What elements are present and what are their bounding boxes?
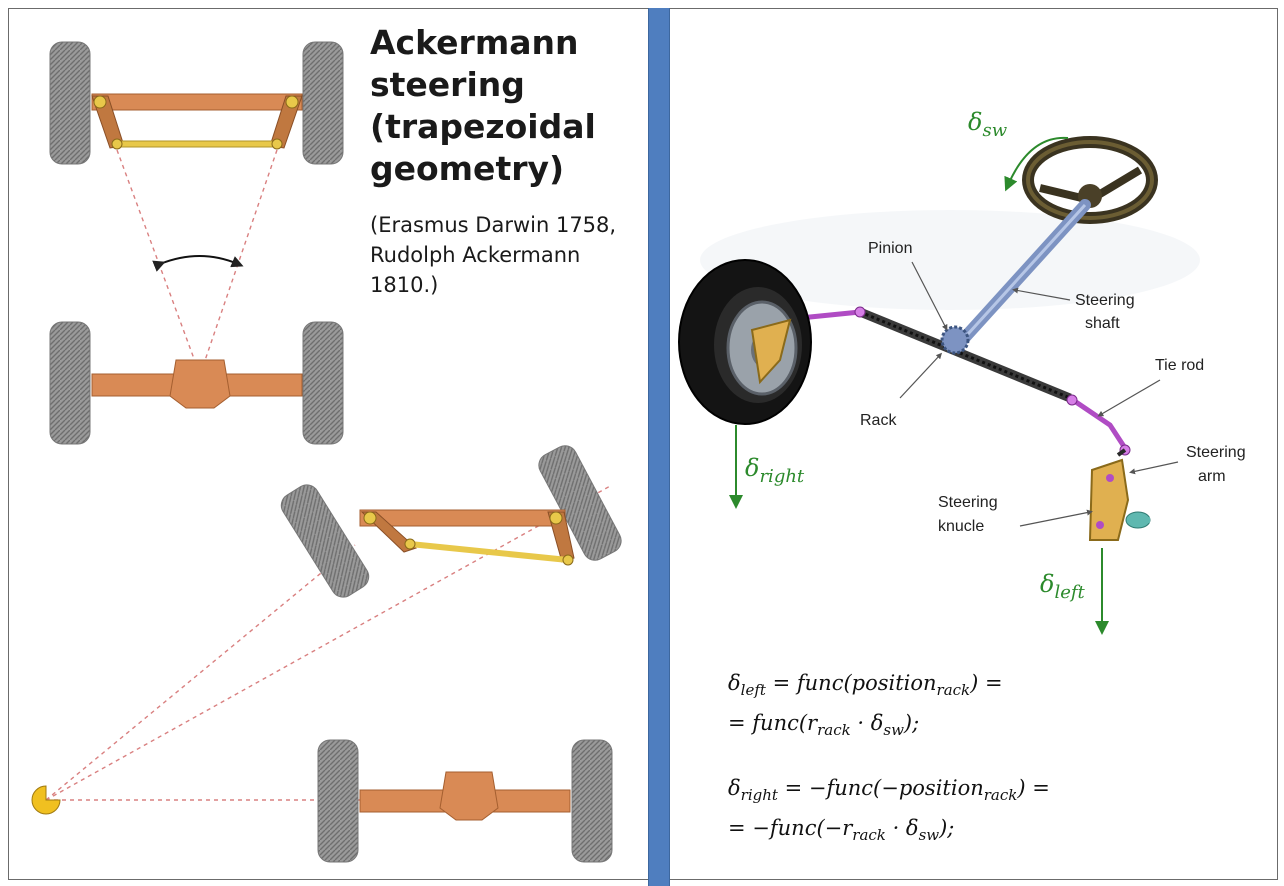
turning-center-marker [31,785,61,815]
bottom-front-axle-diagram [280,445,622,598]
label-tie-rod: Tie rod [1155,357,1205,374]
top-front-axle-diagram [49,41,344,165]
diagram-subtitle: (Erasmus Darwin 1758, Rudolph Ackermann … [370,210,616,300]
turned-tie-rod [409,541,569,563]
turn-line-inner [45,544,356,801]
tie-rod [115,140,279,148]
label-pinion: Pinion [868,240,913,257]
delta-left-symbol: δleft [1040,570,1085,603]
diagram-title: Ackermann steering (trapezoidal geometry… [370,22,596,190]
turned-axle-beam [359,509,566,527]
subtitle-line-1: (Erasmus Darwin 1758, [370,213,617,237]
title-line-2: steering [370,65,525,104]
subtitle-line-2: Rudolph Ackermann [370,243,581,267]
front-left-wheel [49,41,91,165]
subtitle-line-3: 1810.) [370,273,439,297]
right-tie-rod [1068,395,1128,450]
equation-right-line-1: δright = −func(−positionrack) = [728,776,1050,804]
rear-right-wheel [302,321,344,445]
equation-left-line-2: = func(rrack · δsw); [728,711,920,739]
title-line-1: Ackermann [370,23,579,62]
right-steering-arm [269,95,303,149]
pinion-gear [940,325,970,355]
diagram-frame [8,8,1278,880]
label-steering-shaft-2: shaft [1085,315,1120,332]
label-steering-knuckle-2: knucle [938,518,985,535]
equation-left-line-1: δleft = func(positionrack) = [728,671,1003,699]
ackermann-line-left [116,149,201,376]
steering-knuckle-part [1088,448,1151,541]
label-rack: Rack [860,412,897,429]
turned-left-wheel [280,484,370,598]
delta-sw-arrow [1004,136,1069,192]
bottom-rear-right-wheel [571,739,613,863]
bottom-rear-left-wheel [317,739,359,863]
title-line-4: geometry) [370,149,565,188]
label-steering-arm-2: arm [1198,468,1226,485]
label-steering-arm-1: Steering [1186,444,1246,461]
right-road-wheel [678,259,812,425]
rear-left-wheel [49,321,91,445]
title-line-3: (trapezoidal [370,107,596,146]
delta-sw-symbol: δsw [968,108,1008,141]
turned-right-arm [547,511,575,563]
front-axle-beam [91,93,303,111]
differential [169,359,231,409]
bottom-differential [439,771,499,821]
ackermann-line-right [199,149,278,376]
label-steering-shaft-1: Steering [1075,292,1135,309]
rack-pinion-illustration [678,136,1200,635]
front-right-wheel [302,41,344,165]
bottom-rear-axle-diagram [317,739,613,863]
delta-right-symbol: δright [745,454,805,487]
top-rear-axle-diagram [49,321,344,445]
turn-line-outer [45,484,613,801]
label-steering-knuckle-1: Steering [938,494,998,511]
angle-arc [152,255,244,272]
steering-wheel [1022,136,1158,224]
turned-right-wheel [538,445,622,561]
panel-divider [648,8,670,886]
equation-right-line-2: = −func(−rrack · δsw); [728,816,955,844]
